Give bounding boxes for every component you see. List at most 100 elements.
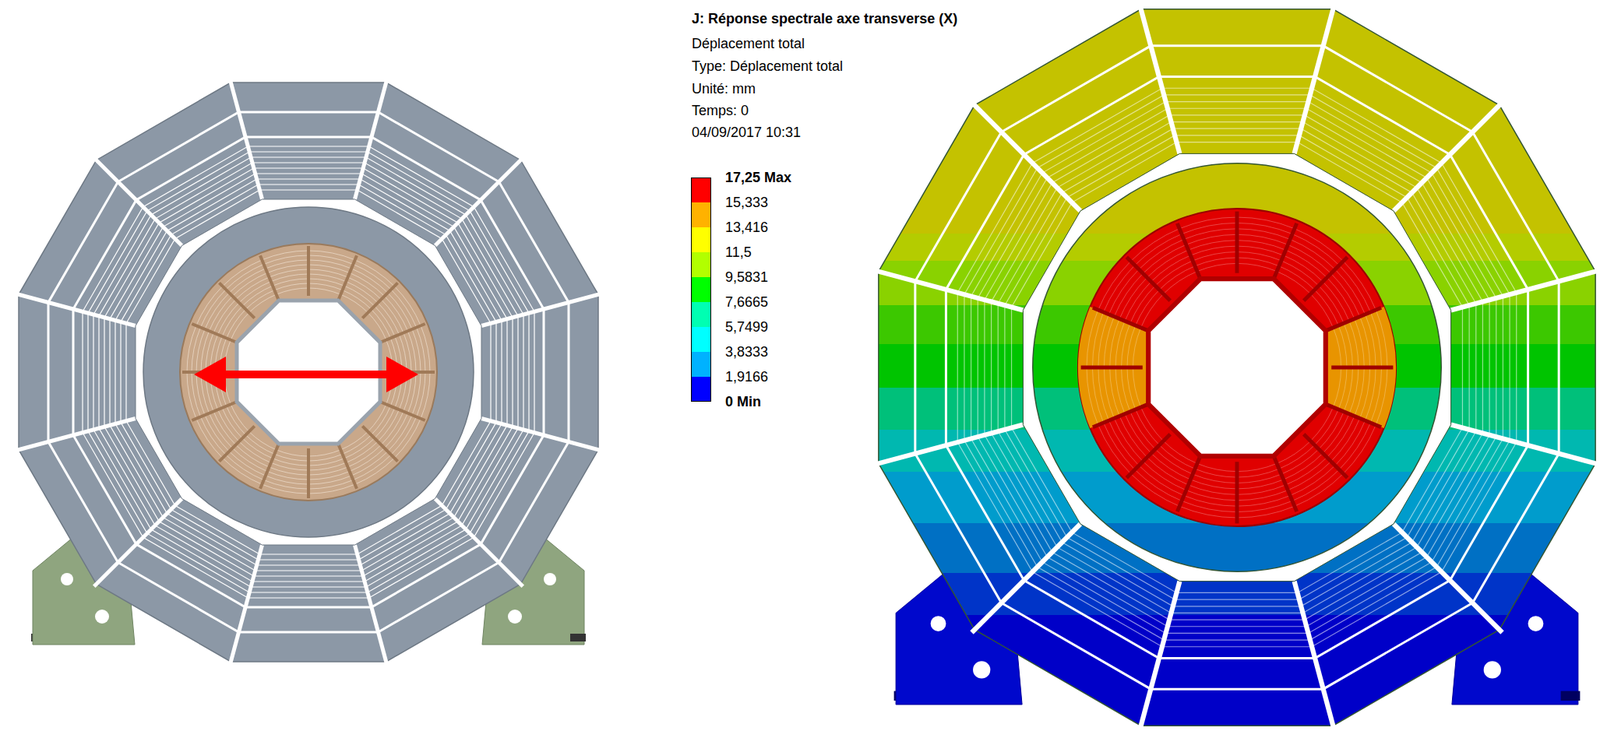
outer-winding	[18, 82, 599, 663]
coil-spacer	[1324, 307, 1382, 332]
legend-swatch	[690, 277, 712, 303]
coil-spacer	[1126, 434, 1171, 479]
coil-spacer	[1331, 366, 1393, 371]
coil-spacer	[306, 448, 311, 499]
legend-swatch	[690, 302, 712, 328]
coil-spacer	[260, 255, 279, 302]
corner-slit	[1294, 581, 1335, 730]
coil-spacer	[306, 246, 311, 297]
displacement-contour	[874, 5, 1600, 730]
corner-slit	[1451, 425, 1600, 466]
corner-slit	[229, 545, 262, 666]
corner-slit	[1139, 5, 1180, 154]
coil-spacer	[1303, 434, 1348, 479]
corner-slit	[1451, 270, 1600, 311]
support-ring	[1032, 163, 1442, 572]
coil-layer	[210, 274, 407, 471]
corner-slit	[435, 499, 524, 588]
corner-slit	[1393, 524, 1502, 633]
winding-layer	[88, 151, 529, 593]
outer-winding	[878, 9, 1596, 726]
bolt-hole	[507, 609, 522, 624]
coil-spacer	[1092, 307, 1150, 332]
arrow-shaft	[222, 370, 390, 379]
coil-spacer	[1126, 257, 1171, 301]
coil-spacer	[1177, 454, 1201, 512]
result-info: 04/09/2017 10:31	[691, 123, 801, 141]
winding-layer	[93, 157, 524, 588]
corner-slit	[1139, 581, 1180, 730]
legend-value: 13,416	[725, 218, 769, 237]
coil-spacer	[1177, 223, 1201, 281]
coil-spacer	[191, 324, 238, 343]
result-info: Déplacement total	[691, 35, 805, 53]
winding-gap	[73, 137, 544, 608]
corner-slit	[874, 425, 1023, 466]
legend-value: 1,9166	[725, 368, 769, 386]
coil-layer	[219, 283, 398, 462]
arrow-head	[193, 356, 226, 393]
coil-layer	[1121, 252, 1354, 484]
bolt-hole	[60, 573, 74, 586]
inner-coil	[1078, 208, 1396, 527]
support-ring	[143, 207, 474, 538]
legend-value: 17,25 Max	[725, 169, 792, 187]
corner-slit	[481, 293, 602, 326]
winding-gap	[915, 45, 1559, 690]
result-info: Temps: 0	[691, 102, 749, 120]
winding-gap	[48, 112, 569, 633]
corner-slit	[972, 102, 1081, 212]
legend-value: 7,6665	[725, 293, 769, 311]
winding-layer	[957, 88, 1516, 647]
excitation-arrow	[193, 356, 419, 393]
coil-spacer	[338, 255, 357, 302]
legend-value: 15,333	[725, 193, 769, 212]
core-opening	[1148, 278, 1326, 457]
corner-slit	[229, 79, 262, 200]
coil-spacer	[218, 426, 254, 462]
legend-swatch	[690, 227, 712, 253]
coil-layer	[1103, 234, 1370, 501]
coil-spacer	[379, 324, 426, 343]
result-info: Type: Déplacement total	[691, 57, 843, 75]
coil-layer	[1110, 240, 1365, 496]
corner-slit	[481, 418, 602, 451]
legend-value: 9,5831	[725, 268, 769, 286]
corner-slit	[94, 499, 183, 588]
bolt-hole	[930, 616, 947, 632]
coil-layer	[1127, 257, 1347, 478]
coil-spacer	[338, 443, 357, 490]
coil-spacer	[379, 401, 426, 421]
corner-slit	[15, 293, 136, 326]
inner-coil	[179, 243, 438, 501]
corner-slit	[1294, 5, 1335, 154]
legend-swatch	[690, 252, 712, 278]
bolt-hole	[1528, 616, 1544, 632]
inner-window	[1022, 153, 1451, 582]
bolt-hole	[95, 609, 110, 624]
coil-layer	[205, 269, 412, 476]
corner-slit	[972, 524, 1081, 633]
coil-spacer	[1272, 454, 1297, 512]
corner-slit	[354, 79, 387, 200]
winding-layer	[964, 95, 1510, 641]
bolt-hole	[543, 573, 557, 586]
inner-window	[135, 199, 482, 546]
legend-value: 3,8333	[725, 343, 769, 361]
corner-slit	[15, 418, 136, 451]
winding-layer	[971, 102, 1504, 635]
model-geometry	[15, 79, 602, 666]
coil-spacer	[362, 426, 398, 462]
corner-slit	[435, 158, 524, 247]
coil-spacer	[1324, 403, 1382, 427]
foot-pad	[1561, 691, 1581, 702]
corner-slit	[874, 270, 1023, 311]
coil-spacer	[1235, 461, 1240, 524]
foot-pad	[570, 634, 586, 642]
coil-spacer	[1303, 257, 1348, 301]
bolt-hole	[972, 661, 991, 679]
legend-swatch	[690, 327, 712, 353]
arrow-head	[386, 356, 419, 393]
